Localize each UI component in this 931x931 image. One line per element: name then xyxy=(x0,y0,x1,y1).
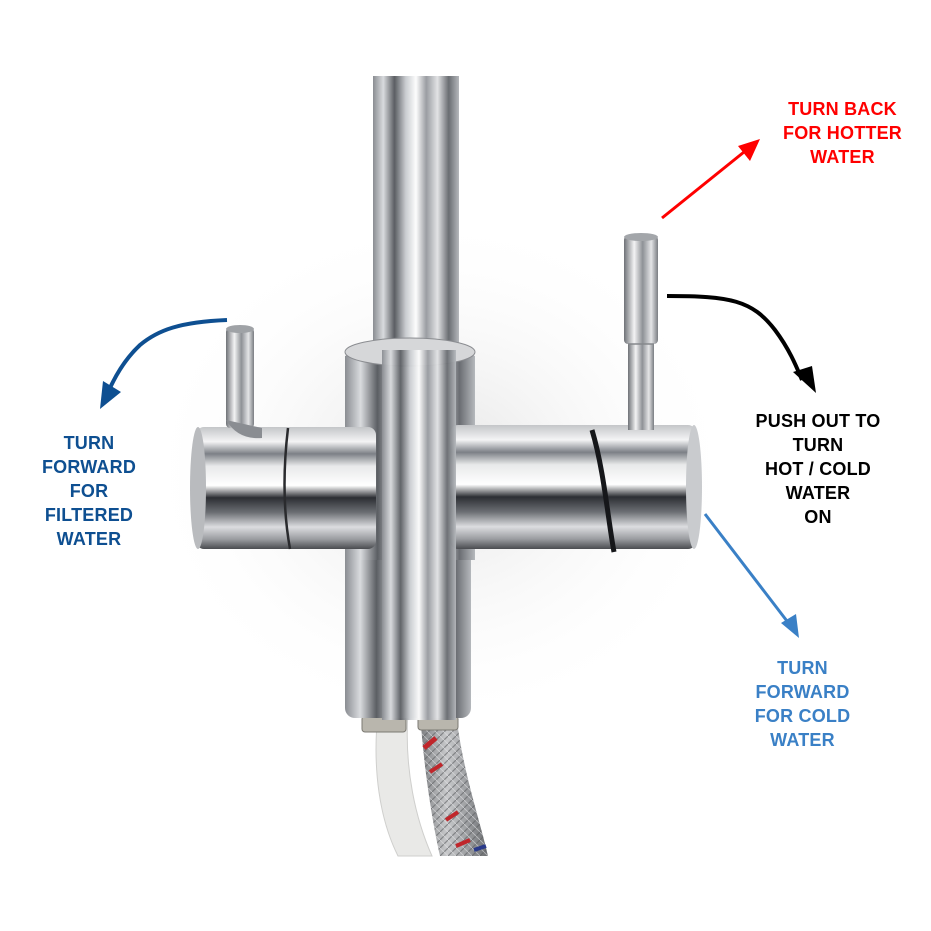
push-line-4: WATER xyxy=(785,483,851,503)
left-arm xyxy=(190,427,376,550)
supply-hoses xyxy=(361,711,488,857)
spout-column xyxy=(373,76,459,366)
filtered-line-2: FORWARD xyxy=(41,457,137,477)
hotter-water-label: TURN BACK FOR HOTTER WATER xyxy=(760,97,925,169)
filtered-line-4: FILTERED xyxy=(44,505,134,525)
cold-line-4: WATER xyxy=(770,730,835,750)
push-out-label: PUSH OUT TO TURN HOT / COLD WATER ON xyxy=(738,409,898,529)
cold-line-3: FOR COLD xyxy=(754,706,851,726)
filtered-line-5: WATER xyxy=(56,529,122,549)
filtered-water-label: TURN FORWARD FOR FILTERED WATER xyxy=(30,431,148,551)
hotter-arrow-icon xyxy=(661,139,760,220)
filtered-line-3: FOR xyxy=(69,481,109,501)
hotter-line-3: WATER xyxy=(810,147,875,167)
push-out-arrow-icon xyxy=(666,294,816,393)
push-line-2: TURN xyxy=(792,435,844,455)
cold-line-2: FORWARD xyxy=(755,682,850,702)
cold-line-1: TURN xyxy=(777,658,828,678)
right-arm xyxy=(450,425,702,553)
filtered-arrow-icon xyxy=(100,318,228,409)
filtered-lever xyxy=(226,325,262,439)
push-line-1: PUSH OUT TO xyxy=(755,411,881,431)
push-line-5: ON xyxy=(804,507,832,527)
hotter-line-2: FOR HOTTER xyxy=(783,123,902,143)
hot-cold-lever xyxy=(624,233,658,430)
hotter-line-1: TURN BACK xyxy=(788,99,897,119)
cold-water-label: TURN FORWARD FOR COLD WATER xyxy=(735,656,870,752)
cold-arrow-icon xyxy=(703,513,799,638)
push-line-3: HOT / COLD xyxy=(765,459,871,479)
filtered-line-1: TURN xyxy=(63,433,115,453)
